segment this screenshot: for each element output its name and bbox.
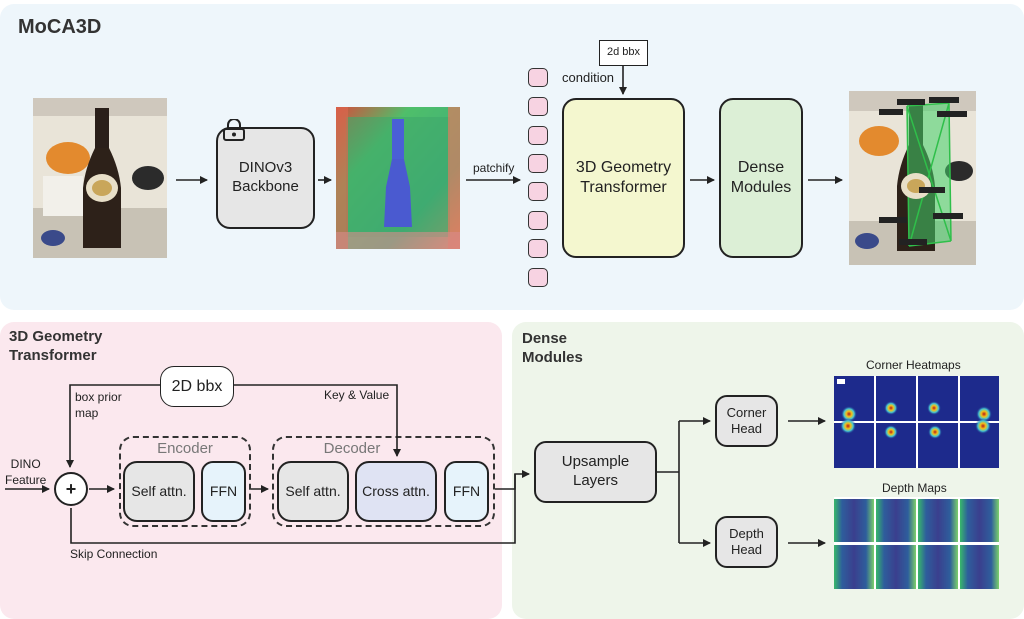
skip-connection-label: Skip Connection bbox=[70, 547, 158, 561]
corner-head-box: Corner Head bbox=[715, 395, 778, 447]
2d-bbx-box: 2d bbx bbox=[599, 40, 648, 66]
dense-modules-title: Dense Modules bbox=[522, 330, 583, 366]
cross-attn-box: Cross attn. bbox=[355, 461, 437, 522]
add-node-icon: + bbox=[54, 472, 88, 506]
overview-title: MoCA3D bbox=[18, 16, 102, 38]
encoder-ffn-box: FFN bbox=[201, 461, 246, 522]
depth-maps-drawing bbox=[834, 499, 999, 589]
input-image bbox=[33, 98, 167, 258]
key-value-label: Key & Value bbox=[324, 388, 390, 402]
token bbox=[528, 182, 548, 201]
feature-map-image bbox=[336, 107, 460, 249]
dino-feature-label: DINO Feature bbox=[5, 457, 47, 487]
encoder-block bbox=[119, 436, 251, 527]
encoder-self-attn-box: Self attn. bbox=[123, 461, 195, 522]
depth-maps-grid bbox=[834, 497, 999, 589]
depth-maps-label: Depth Maps bbox=[882, 481, 947, 495]
corner-heatmaps-grid bbox=[834, 376, 999, 468]
input-image-drawing bbox=[33, 98, 167, 258]
dinov3-backbone-box: DINOv3 Backbone bbox=[216, 127, 315, 229]
decoder-ffn-box: FFN bbox=[444, 461, 489, 522]
decoder-block bbox=[272, 436, 495, 527]
3d-geometry-transformer-box: 3D Geometry Transformer bbox=[562, 98, 685, 258]
dense-modules-box: Dense Modules bbox=[719, 98, 803, 258]
corner-heatmaps-drawing bbox=[834, 376, 999, 468]
corner-heatmaps-label: Corner Heatmaps bbox=[866, 358, 961, 372]
encoder-label: Encoder bbox=[157, 440, 213, 457]
token bbox=[528, 68, 548, 87]
token bbox=[528, 211, 548, 230]
output-image bbox=[849, 91, 976, 265]
token bbox=[528, 97, 548, 116]
output-image-drawing bbox=[849, 91, 976, 265]
decoder-label: Decoder bbox=[323, 440, 381, 457]
token bbox=[528, 126, 548, 145]
token bbox=[528, 239, 548, 258]
2d-bbx-input-box: 2D bbx bbox=[160, 366, 234, 407]
decoder-self-attn-box: Self attn. bbox=[277, 461, 349, 522]
condition-label: condition bbox=[562, 70, 615, 85]
patchify-label: patchify bbox=[473, 161, 515, 175]
upsample-layers-box: Upsample Layers bbox=[534, 441, 657, 503]
box-prior-map-label: box prior map bbox=[75, 390, 122, 420]
geometry-transformer-title: 3D Geometry Transformer bbox=[9, 328, 103, 364]
feature-map-drawing bbox=[336, 107, 460, 249]
token bbox=[528, 154, 548, 173]
lock-icon bbox=[221, 118, 247, 141]
depth-head-box: Depth Head bbox=[715, 516, 778, 568]
token bbox=[528, 268, 548, 287]
